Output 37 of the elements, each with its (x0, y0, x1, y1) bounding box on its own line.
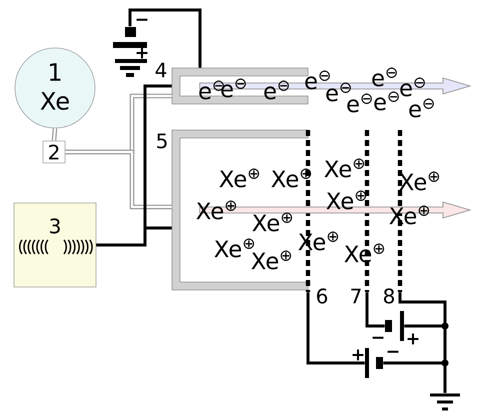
particle-label: e$^{⊖}$ (400, 78, 425, 96)
particle-label: Xe$^{⊕}$ (251, 250, 292, 270)
polarity-sign: + (352, 350, 364, 360)
gas-line (52, 128, 58, 141)
number-label: 2 (49, 144, 58, 160)
beam-arrow (199, 201, 472, 219)
polarity-sign: − (388, 350, 398, 353)
number-label: 5 (157, 134, 167, 148)
gas-line (65, 150, 172, 210)
particle-label: e$^{⊖}$ (374, 92, 399, 110)
wire (128, 8, 202, 68)
particle-label: Xe$^{⊕}$ (399, 172, 440, 190)
number-label: 4 (156, 62, 166, 78)
particle-label: Xe$^{⊕}$ (196, 200, 236, 220)
number-label: 6 (317, 288, 328, 304)
ground-symbol (428, 394, 462, 410)
number-label: 1 (50, 63, 60, 81)
particle-label: e$^{⊖}$ (264, 80, 289, 100)
number-label: 8 (384, 288, 394, 304)
polarity-sign: − (136, 18, 148, 21)
wire (96, 226, 172, 246)
particle-label: Xe$^{⊕}$ (324, 158, 364, 178)
polarity-sign: + (136, 48, 148, 58)
particle-label: e$^{⊖}$ (409, 98, 434, 118)
particle-label: Xe$^{⊕}$ (252, 212, 292, 232)
number-label: 7 (351, 288, 361, 304)
number-label: Xe (40, 92, 69, 110)
number-label: 3 (50, 218, 60, 234)
polarity-sign: − (372, 336, 384, 339)
polarity-sign: + (408, 334, 418, 344)
particle-label: Xe$^{⊕}$ (219, 168, 260, 188)
beam-arrow (199, 77, 472, 95)
wire (383, 362, 446, 393)
wire (306, 292, 365, 364)
particle-label: e$^{⊖}$ (372, 68, 397, 86)
particle-label: Xe$^{⊕}$ (326, 190, 366, 210)
wire (366, 292, 385, 328)
